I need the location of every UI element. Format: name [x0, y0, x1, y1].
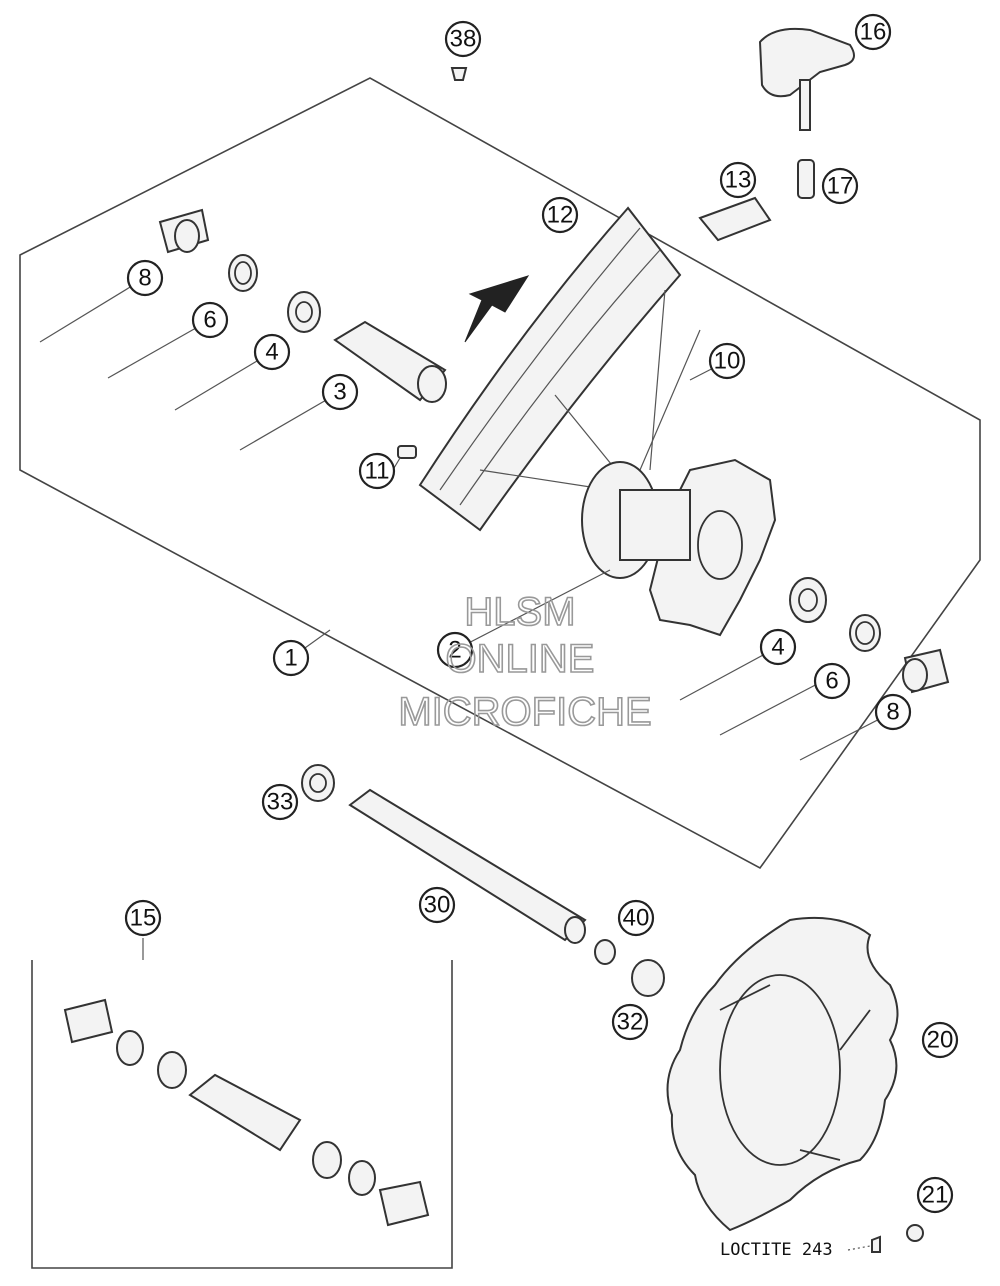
- valve-cap-part: [450, 67, 468, 81]
- callout-3: 3: [321, 373, 359, 411]
- svg-text:20: 20: [927, 1027, 954, 1054]
- svg-text:33: 33: [267, 789, 294, 816]
- spacer-8-right-part: [902, 648, 950, 694]
- svg-text:4: 4: [265, 339, 278, 366]
- callout-1: 1: [272, 639, 310, 677]
- nipple-part: [397, 445, 417, 459]
- svg-text:15: 15: [130, 905, 157, 932]
- callout-11: 11: [358, 452, 396, 490]
- svg-text:10: 10: [714, 348, 741, 375]
- svg-text:4: 4: [771, 634, 784, 661]
- hub-part: [581, 458, 777, 637]
- seal-6-right-part: [849, 614, 881, 652]
- bearing-kit-parts: [63, 998, 430, 1227]
- callout-21: 21: [916, 1176, 954, 1214]
- callout-6-left: 6: [191, 301, 229, 339]
- callout-2: 2: [436, 631, 474, 669]
- svg-text:ONLINE: ONLINE: [446, 637, 595, 681]
- rotation-arrow: [464, 275, 530, 343]
- rim-part: [418, 206, 682, 532]
- callout-10: 10: [708, 342, 746, 380]
- bearing-4-right-part: [789, 577, 827, 623]
- callout-15: 15: [124, 899, 162, 937]
- spoke-nipple-part: [797, 159, 815, 199]
- spacer-8-left-part: [158, 208, 210, 254]
- washer-40-part: [594, 939, 616, 965]
- svg-text:21: 21: [922, 1182, 949, 1209]
- callout-6-right: 6: [813, 662, 851, 700]
- svg-text:32: 32: [617, 1009, 644, 1036]
- svg-text:8: 8: [886, 699, 899, 726]
- seal-6-left-part: [228, 254, 258, 292]
- callout-32: 32: [611, 1003, 649, 1041]
- callout-4-right: 4: [759, 628, 797, 666]
- callout-38: 38: [444, 20, 482, 58]
- svg-text:6: 6: [203, 307, 216, 334]
- svg-text:11: 11: [365, 458, 390, 485]
- svg-text:40: 40: [623, 905, 650, 932]
- svg-text:16: 16: [860, 19, 887, 46]
- bearing-4-left-part: [287, 291, 321, 333]
- svg-text:1: 1: [284, 645, 297, 672]
- spacer-3-part: [333, 320, 447, 403]
- svg-text:MICROFICHE: MICROFICHE: [398, 690, 651, 734]
- svg-text:38: 38: [450, 26, 477, 53]
- callout-33: 33: [261, 783, 299, 821]
- callout-40: 40: [617, 899, 655, 937]
- svg-text:HLSM: HLSM: [464, 590, 575, 634]
- brake-disc-part: [666, 916, 899, 1232]
- svg-text:30: 30: [424, 892, 451, 919]
- callout-8-left: 8: [126, 259, 164, 297]
- axle-part: [348, 788, 587, 944]
- svg-text:6: 6: [825, 668, 838, 695]
- callout-16: 16: [854, 13, 892, 51]
- svg-text:17: 17: [827, 173, 854, 200]
- svg-text:8: 8: [138, 265, 151, 292]
- callout-8-right: 8: [874, 693, 912, 731]
- svg-text:12: 12: [547, 202, 574, 229]
- svg-text:3: 3: [333, 379, 346, 406]
- disc-bolt-part: [871, 1224, 924, 1253]
- svg-text:2: 2: [448, 637, 461, 664]
- callout-17: 17: [821, 167, 859, 205]
- callout-12: 12: [541, 196, 579, 234]
- watermark: HLSM ONLINE MICROFICHE: [398, 589, 653, 735]
- rim-lock-part: [758, 27, 855, 131]
- callout-13: 13: [719, 161, 757, 199]
- callout-20: 20: [921, 1021, 959, 1059]
- loctite-note: LOCTITE 243: [720, 1240, 833, 1260]
- callout-30: 30: [418, 886, 456, 924]
- callout-4-left: 4: [253, 333, 291, 371]
- svg-text:13: 13: [725, 167, 752, 194]
- axle-nut-33-part: [301, 764, 335, 802]
- wheel-assembly-frame: [19, 77, 981, 870]
- rim-band-part: [698, 196, 772, 242]
- bearing-kit-frame: [31, 960, 453, 1269]
- spacer-32-part: [631, 959, 665, 997]
